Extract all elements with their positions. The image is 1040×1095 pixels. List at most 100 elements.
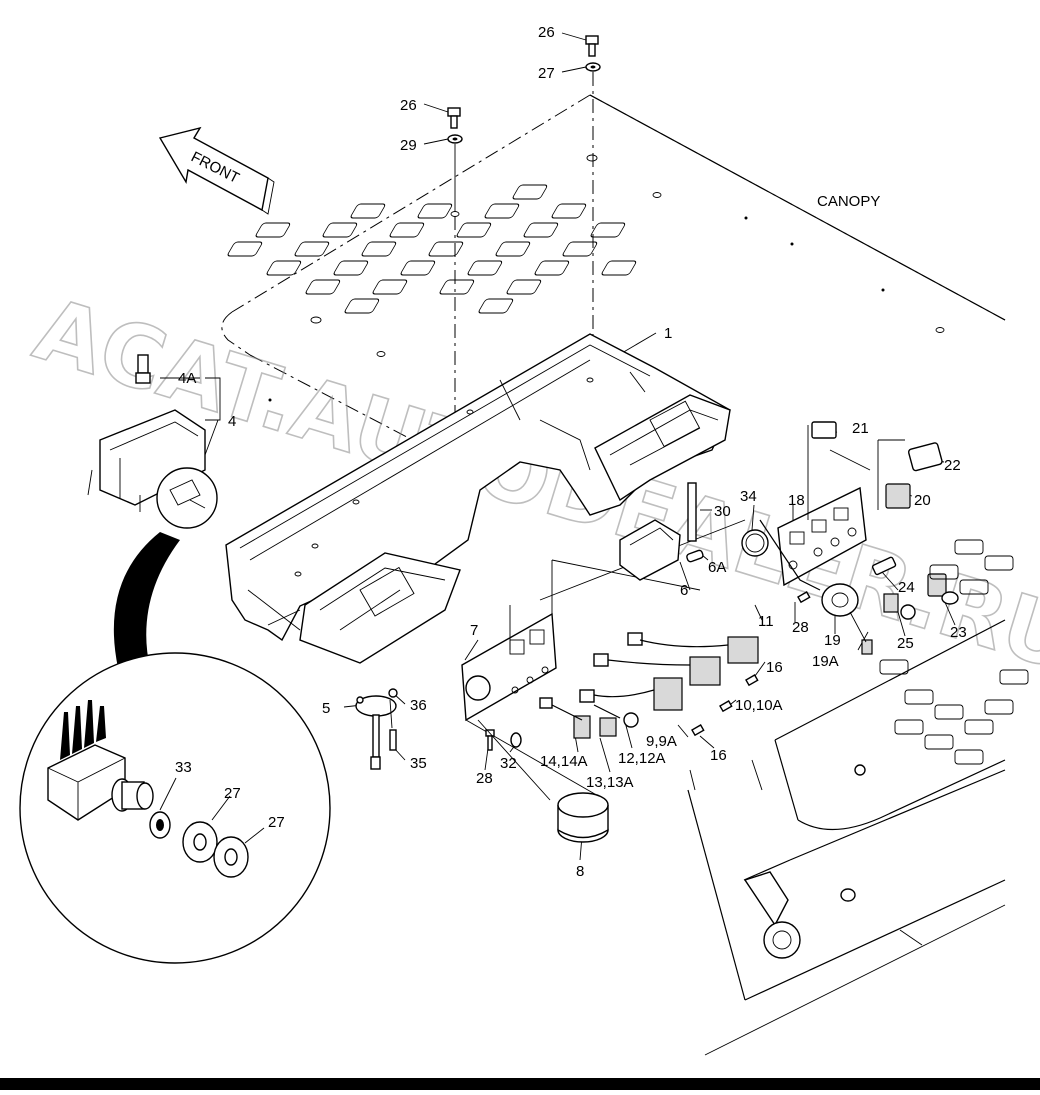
callout-28-right: 28 [792, 619, 809, 636]
callout-33: 33 [175, 759, 192, 776]
callout-8: 8 [576, 863, 584, 880]
vent-slot [417, 203, 453, 219]
callout-26-upper: 26 [538, 24, 555, 41]
callout-26-lower: 26 [400, 97, 417, 114]
vent-slot [924, 734, 954, 750]
vent-slot [227, 241, 263, 257]
callout-27-upper: 27 [538, 65, 555, 82]
callout-1: 1 [664, 325, 672, 342]
callout-34: 34 [740, 488, 757, 505]
callout-35: 35 [410, 755, 427, 772]
bottom-border [0, 1078, 1040, 1090]
callout-10: 10,10A [735, 697, 783, 714]
front-arrow: FRONT [158, 126, 275, 215]
vent-slot [361, 241, 397, 257]
wiring-harness [539, 632, 759, 739]
callout-25: 25 [897, 635, 914, 652]
vent-slot [984, 555, 1014, 571]
vent-slot [478, 298, 514, 314]
callout-22: 22 [944, 457, 961, 474]
callout-27-detail-a: 27 [224, 785, 241, 802]
vent-slot [506, 279, 542, 295]
callout-6A: 6A [708, 559, 726, 576]
vent-slot [467, 260, 503, 276]
callout-23: 23 [950, 624, 967, 641]
vent-slot [389, 222, 425, 238]
callout-16-lower: 16 [710, 747, 727, 764]
callout-13: 13,13A [586, 774, 634, 791]
canopy-label: CANOPY [817, 193, 880, 210]
callout-32: 32 [500, 755, 517, 772]
vent-slot [255, 222, 291, 238]
vent-slot [929, 564, 959, 580]
vent-slot [954, 539, 984, 555]
vent-slot [484, 203, 520, 219]
callout-11: 11 [758, 613, 774, 630]
callout-7: 7 [470, 622, 478, 639]
vent-slot [954, 749, 984, 765]
vent-slot [999, 669, 1029, 685]
callout-20: 20 [914, 492, 931, 509]
vent-slot [439, 279, 475, 295]
callout-36: 36 [410, 697, 427, 714]
vent-slot [894, 719, 924, 735]
callout-19A: 19A [812, 653, 839, 670]
vent-slot [372, 279, 408, 295]
canopy-vent-grid [227, 184, 637, 314]
vent-slot [551, 203, 587, 219]
vent-slot [266, 260, 302, 276]
part-8-gauge [477, 719, 609, 843]
switches-and-ignition [759, 421, 959, 655]
vent-slot [400, 260, 436, 276]
bolt-26-lower [447, 107, 463, 440]
callout-5: 5 [322, 700, 330, 717]
headliner-tray [225, 333, 731, 664]
callout-4A: 4A [178, 370, 196, 387]
vent-slot [959, 579, 989, 595]
vent-slot [534, 260, 570, 276]
vent-slot [984, 699, 1014, 715]
vent-slot [512, 184, 548, 200]
callout-24: 24 [898, 579, 915, 596]
callout-4: 4 [228, 413, 236, 430]
vent-slot [562, 241, 598, 257]
vent-slot [934, 704, 964, 720]
callout-30: 30 [714, 503, 731, 520]
callout-12: 12,12A [618, 750, 666, 767]
bolt-26-upper [585, 35, 601, 380]
callout-labels: 26 27 26 29 1 4A 4 5 36 35 7 28 32 14,14… [175, 24, 967, 880]
part-5-bracket [355, 688, 398, 770]
callout-6: 6 [680, 582, 688, 599]
vent-slot [964, 719, 994, 735]
vent-slot [601, 260, 637, 276]
vent-slot [904, 689, 934, 705]
callout-27-detail-b: 27 [268, 814, 285, 831]
switch-panel-18 [777, 425, 905, 587]
vent-slot [333, 260, 369, 276]
callout-21: 21 [852, 420, 869, 437]
callout-18: 18 [788, 492, 805, 509]
callout-14: 14,14A [540, 753, 588, 770]
canopy-outline [221, 94, 1006, 471]
vent-slot [523, 222, 559, 238]
callout-16-upper: 16 [766, 659, 783, 676]
callout-28-left: 28 [476, 770, 493, 787]
vent-slot [294, 241, 330, 257]
detail-circle [19, 652, 331, 964]
vent-slot [305, 279, 341, 295]
vent-slot [495, 241, 531, 257]
vent-slot [428, 241, 464, 257]
vent-slot [879, 659, 909, 675]
vent-slot [350, 203, 386, 219]
vent-slot [456, 222, 492, 238]
vent-slot [322, 222, 358, 238]
parts-6-30-34 [619, 482, 769, 581]
callout-19: 19 [824, 632, 841, 649]
callout-29: 29 [400, 137, 417, 154]
vent-slot [590, 222, 626, 238]
canopy-side-grid [879, 539, 1029, 765]
callout-9: 9,9A [646, 733, 677, 750]
dome-light-assembly [87, 354, 218, 668]
